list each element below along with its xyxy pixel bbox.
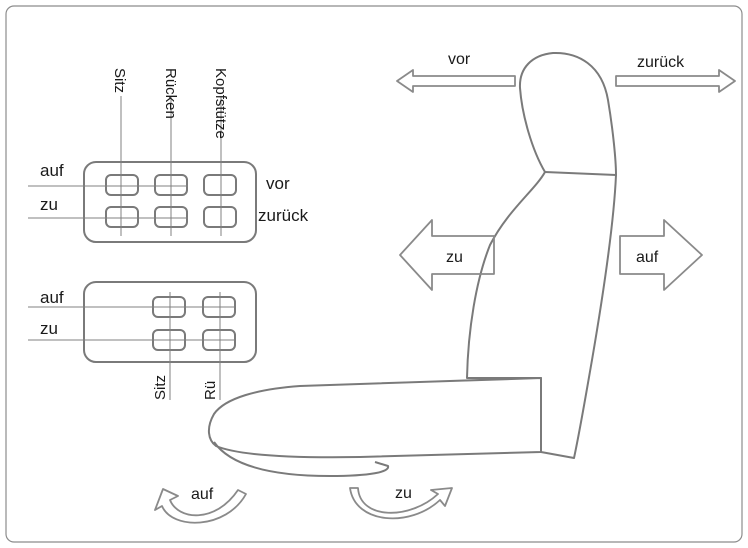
- seat-arrows: [396, 69, 736, 291]
- top-label-zurueck: zurück: [258, 206, 309, 225]
- arrow-backrest-right: [619, 219, 703, 291]
- arrow-cushion-front: [154, 488, 247, 524]
- arrow-cushion-rear: [349, 487, 453, 520]
- headrest-division: [544, 171, 617, 176]
- arrow-headrest-right: [615, 69, 736, 93]
- top-label-vor: vor: [266, 174, 290, 193]
- top-label-ruecken: Rücken: [162, 68, 179, 119]
- bottom-label-zu: zu: [40, 319, 58, 338]
- bottom-label-rue: Rü: [202, 381, 219, 400]
- seat-cushion: [208, 377, 542, 459]
- top-panel-leader-lines: [28, 96, 222, 236]
- top-button-sitz-auf[interactable]: [105, 174, 139, 196]
- arrow-label-cushion-auf: auf: [191, 486, 214, 503]
- arrow-label-zu: zu: [446, 249, 463, 266]
- top-label-kopfstuetze: Kopfstütze: [212, 68, 229, 139]
- bottom-panel-leader-lines: [28, 292, 235, 400]
- cushion-tilt-arrows: [154, 487, 453, 524]
- arrow-label-vor: vor: [448, 51, 471, 68]
- backrest-outline: [466, 51, 617, 459]
- seat-base: [213, 441, 390, 477]
- arrow-label-zurueck: zurück: [637, 54, 685, 71]
- arrow-label-cushion-zu: zu: [395, 485, 412, 502]
- bottom-control-panel: auf zu Sitz Rü: [28, 281, 257, 400]
- car-seat: [208, 51, 617, 477]
- top-button-kopfstuetze-auf[interactable]: [203, 174, 237, 196]
- top-label-sitz: Sitz: [111, 68, 128, 93]
- bottom-label-auf: auf: [40, 288, 64, 307]
- top-button-sitz-zu[interactable]: [105, 206, 139, 228]
- top-button-kopfstuetze-zu[interactable]: [203, 206, 237, 228]
- arrow-label-auf: auf: [636, 249, 659, 266]
- top-label-zu: zu: [40, 195, 58, 214]
- top-label-auf: auf: [40, 161, 64, 180]
- arrow-backrest-left: [399, 219, 495, 291]
- bottom-label-sitz: Sitz: [152, 375, 169, 400]
- top-control-panel: auf zu vor zurück Sitz Rücken Kopfstütze: [28, 68, 309, 243]
- outer-border: [5, 5, 743, 543]
- top-panel-outline: [83, 161, 257, 243]
- arrow-headrest-left: [396, 69, 516, 93]
